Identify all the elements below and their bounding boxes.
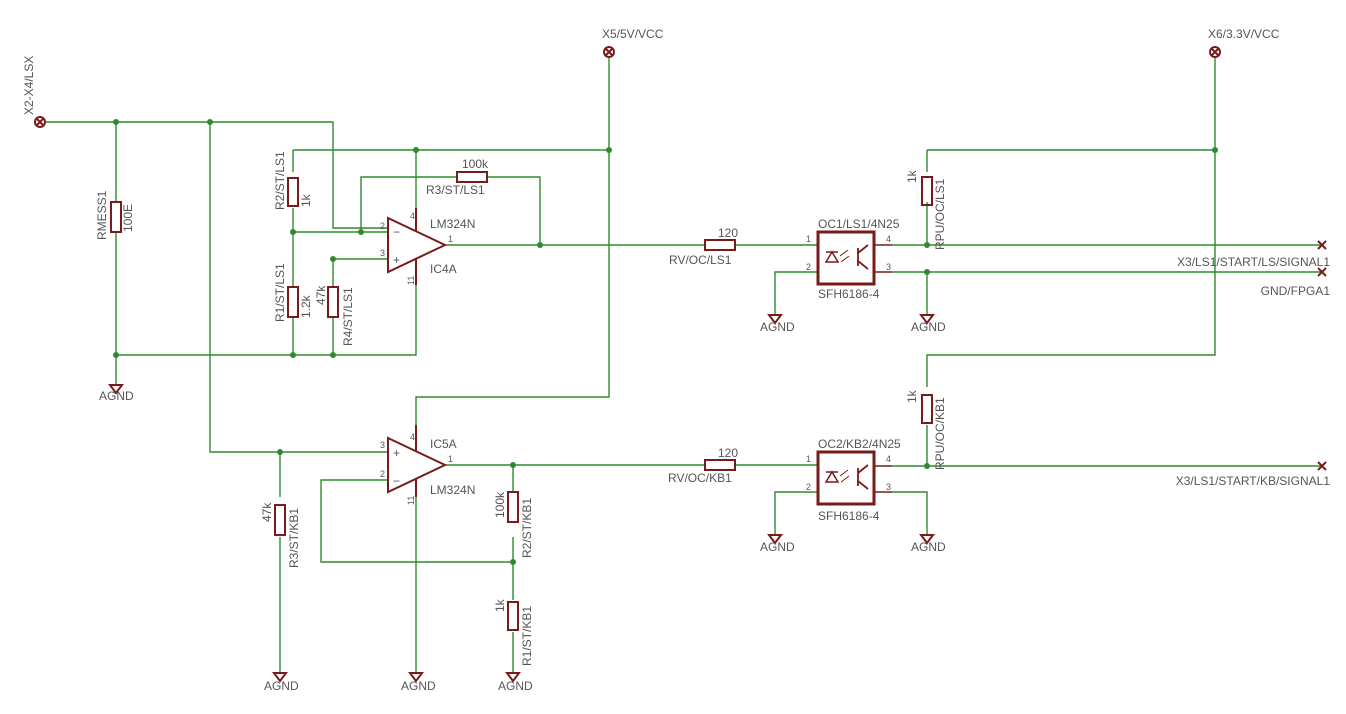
- junctions: [113, 119, 1218, 565]
- svg-text:IC4A: IC4A: [430, 262, 457, 276]
- svg-text:SFH6186-4: SFH6186-4: [818, 287, 880, 301]
- ground-label: AGND: [264, 679, 299, 693]
- svg-text:47k: 47k: [314, 285, 328, 305]
- connector-x2-label: X2-X4/LSX: [22, 56, 36, 115]
- svg-text:R2/ST/LS1: R2/ST/LS1: [273, 151, 287, 210]
- svg-text:RMESS1: RMESS1: [95, 190, 109, 240]
- ground-label: AGND: [401, 679, 436, 693]
- svg-text:1k: 1k: [905, 389, 919, 403]
- svg-text:1: 1: [806, 234, 811, 244]
- svg-text:−: −: [393, 225, 400, 239]
- resistor-rv-oc-ls1: 120 RV/OC/LS1: [669, 226, 738, 267]
- svg-text:4: 4: [410, 432, 415, 442]
- svg-text:RPU/OC/LS1: RPU/OC/LS1: [933, 178, 947, 250]
- resistor-r3-st-ls1: 100k R3/ST/LS1: [426, 157, 489, 197]
- ground-label: AGND: [911, 320, 946, 334]
- svg-text:OC2/KB2/4N25: OC2/KB2/4N25: [818, 437, 901, 451]
- svg-text:RV/OC/LS1: RV/OC/LS1: [669, 253, 732, 267]
- svg-text:R3/ST/KB1: R3/ST/KB1: [287, 508, 301, 568]
- svg-text:LM324N: LM324N: [430, 217, 475, 231]
- svg-text:100k: 100k: [493, 491, 507, 518]
- optocoupler-oc2: 1 2 4 3 OC2/KB2/4N25 SFH6186-4: [806, 437, 901, 523]
- svg-text:1k: 1k: [905, 169, 919, 183]
- svg-text:1: 1: [448, 454, 453, 464]
- resistor-r4-st-ls1: 47k R4/ST/LS1: [314, 285, 355, 346]
- svg-text:SFH6186-4: SFH6186-4: [818, 509, 880, 523]
- svg-text:2: 2: [380, 469, 385, 479]
- svg-text:1: 1: [448, 234, 453, 244]
- svg-text:11: 11: [406, 276, 416, 285]
- svg-text:120: 120: [718, 226, 738, 240]
- ground-label: AGND: [760, 540, 795, 554]
- svg-text:47k: 47k: [260, 502, 274, 522]
- svg-text:R4/ST/LS1: R4/ST/LS1: [341, 287, 355, 346]
- svg-text:3: 3: [380, 440, 385, 450]
- connector-x6-label: X6/3.3V/VCC: [1208, 27, 1280, 41]
- ground-label: AGND: [498, 679, 533, 693]
- wires: [46, 58, 1322, 673]
- svg-text:100k: 100k: [462, 157, 489, 171]
- svg-text:+: +: [393, 253, 400, 267]
- connector-x5-label: X5/5V/VCC: [602, 27, 664, 41]
- svg-text:R2/ST/KB1: R2/ST/KB1: [520, 498, 534, 558]
- connector-x2: X2-X4/LSX: [22, 56, 46, 128]
- svg-text:R1/ST/KB1: R1/ST/KB1: [520, 606, 534, 666]
- optocoupler-oc1: 1 2 4 3 OC1/LS1/4N25 SFH6186-4: [806, 217, 900, 301]
- svg-text:2: 2: [380, 221, 385, 231]
- resistor-r1-st-ls1: R1/ST/LS1 1.2k: [273, 263, 313, 322]
- x3-kb-label: X3/LS1/START/KB/SIGNAL1: [1176, 474, 1331, 488]
- svg-text:LM324N: LM324N: [430, 483, 475, 497]
- svg-text:4: 4: [886, 234, 891, 244]
- connector-x6: X6/3.3V/VCC: [1208, 27, 1280, 58]
- svg-text:1.2k: 1.2k: [299, 294, 313, 318]
- svg-text:+: +: [393, 446, 400, 460]
- svg-text:1k: 1k: [493, 598, 507, 612]
- resistor-rpu-oc-kb1: 1k RPU/OC/KB1: [905, 389, 947, 470]
- resistor-rv-oc-kb1: 120 RV/OC/KB1: [668, 446, 738, 485]
- svg-text:4: 4: [410, 211, 415, 221]
- svg-text:3: 3: [380, 248, 385, 258]
- svg-text:R1/ST/LS1: R1/ST/LS1: [273, 263, 287, 322]
- svg-text:3: 3: [886, 262, 891, 272]
- resistor-rpu-oc-ls1: 1k RPU/OC/LS1: [905, 169, 947, 250]
- ground-label: AGND: [911, 540, 946, 554]
- svg-text:3: 3: [886, 482, 891, 492]
- ground-symbols: AGND AGND AGND AGND AGND AGND AGND AGND: [99, 314, 946, 693]
- svg-text:R3/ST/LS1: R3/ST/LS1: [426, 183, 485, 197]
- opamp-ic5a: + − 3 2 4 1 11 IC5A LM324N: [380, 425, 475, 505]
- connector-x5: X5/5V/VCC: [602, 27, 664, 58]
- svg-text:1: 1: [806, 454, 811, 464]
- resistor-r3-st-kb1: 47k R3/ST/KB1: [260, 502, 301, 568]
- svg-text:2: 2: [806, 482, 811, 492]
- svg-text:100E: 100E: [121, 204, 135, 232]
- svg-text:RPU/OC/KB1: RPU/OC/KB1: [933, 397, 947, 470]
- svg-text:1k: 1k: [299, 193, 313, 207]
- svg-text:120: 120: [718, 446, 738, 460]
- resistor-r2-st-kb1: 100k R2/ST/KB1: [493, 491, 534, 558]
- svg-text:RV/OC/KB1: RV/OC/KB1: [668, 471, 732, 485]
- svg-text:2: 2: [806, 262, 811, 272]
- svg-text:OC1/LS1/4N25: OC1/LS1/4N25: [818, 217, 900, 231]
- output-terminals: X3/LS1/START/LS/SIGNAL1 GND/FPGA1 X3/LS1…: [1176, 240, 1331, 488]
- x3-ls-label: X3/LS1/START/LS/SIGNAL1: [1177, 255, 1330, 269]
- svg-text:−: −: [393, 474, 400, 488]
- ground-label: AGND: [760, 320, 795, 334]
- svg-text:11: 11: [406, 496, 416, 505]
- gnd-fpga-label: GND/FPGA1: [1261, 284, 1331, 298]
- svg-text:4: 4: [886, 454, 891, 464]
- opamp-ic4a: − + 4 2 3 1 11 LM324N IC4A: [380, 208, 475, 285]
- ground-label: AGND: [99, 389, 134, 403]
- resistor-rmess1: RMESS1 100E: [95, 190, 135, 240]
- resistor-r2-st-ls1: R2/ST/LS1 1k: [273, 151, 313, 210]
- resistor-r1-st-kb1: 1k R1/ST/KB1: [493, 598, 534, 666]
- svg-text:IC5A: IC5A: [430, 437, 457, 451]
